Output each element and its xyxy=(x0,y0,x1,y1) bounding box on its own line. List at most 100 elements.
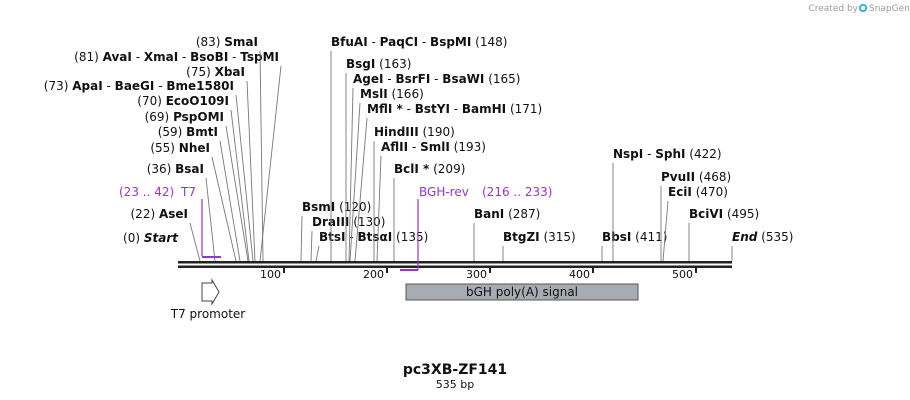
map-length: 535 bp xyxy=(436,378,474,391)
site-label: (75) XbaI xyxy=(186,65,245,79)
site-bsai[interactable]: (36) BsaI xyxy=(147,162,216,262)
site-label: NspI - SphI (422) xyxy=(613,147,722,161)
site-leader-line xyxy=(662,200,669,262)
map-title: pc3XB-ZF141 xyxy=(403,362,507,378)
site-nspi-sphi[interactable]: NspI - SphI (422) xyxy=(612,147,722,261)
site-label: (81) AvaI - XmaI - BsoBI - TspMI xyxy=(74,50,279,64)
site-label: AflII - SmlI (193) xyxy=(381,140,486,154)
site-pvuii[interactable]: PvuII (468) xyxy=(660,170,731,261)
ruler-ticks: 100 200 300 400 500 xyxy=(260,268,697,281)
site-btgzi[interactable]: BtgZI (315) xyxy=(502,230,576,261)
site-label: BciVI (495) xyxy=(689,207,759,221)
site-ecoo109i[interactable]: (70) EcoO109I xyxy=(137,94,250,262)
site-leader-line xyxy=(205,177,216,262)
site-label: (55) NheI xyxy=(150,141,210,155)
site-label: MslI (166) xyxy=(360,87,424,101)
ruler-tick-label: 200 xyxy=(363,268,384,281)
primer-t7[interactable]: (23 .. 42) T7 xyxy=(119,185,221,258)
site-bcli[interactable]: BclI * (209) xyxy=(393,162,465,261)
site-asei[interactable]: (22) AseI xyxy=(131,207,201,262)
site-agei-bsrfi-bsawi[interactable]: AgeI - BsrFI - BsaWI (165) xyxy=(348,72,520,262)
site-label: (0) Start xyxy=(123,231,179,245)
snapgene-logo-icon xyxy=(858,4,867,13)
site-leader-line xyxy=(230,109,250,262)
ruler-tick xyxy=(489,268,491,273)
t7-promoter-arrow-icon xyxy=(201,278,220,306)
ruler-tick-label: 100 xyxy=(260,268,281,281)
site-label: AgeI - BsrFI - BsaWI (165) xyxy=(353,72,520,86)
site-label: EciI (470) xyxy=(668,185,728,199)
restriction-sites: (0) Start (22) AseI (36) BsaI (55) NheI (59)… xyxy=(44,35,793,262)
site-label: (59) BmtI xyxy=(158,125,218,139)
site-leader-line xyxy=(376,155,382,262)
site-label: (70) EcoO109I xyxy=(137,94,229,108)
site-leader-line xyxy=(310,230,313,262)
site-label: BsgI (163) xyxy=(346,57,411,71)
site-leader-line xyxy=(219,140,241,262)
site-end[interactable]: End (535) xyxy=(731,230,793,261)
ruler-tick xyxy=(386,268,388,273)
site-label: MflI * - BstYI - BamHI (171) xyxy=(367,102,542,116)
site-bfuai-paqci-bspmi[interactable]: BfuAI - PaqCI - BspMI (148) xyxy=(330,35,507,261)
site-label: BanI (287) xyxy=(474,207,540,221)
ruler-tick-label: 500 xyxy=(672,268,693,281)
site-bcivi[interactable]: BciVI (495) xyxy=(688,207,759,261)
credit-brand: SnapGene xyxy=(869,4,910,14)
site-leader-line xyxy=(259,65,282,262)
ruler-tick xyxy=(283,268,285,273)
site-leader-line xyxy=(235,94,254,262)
site-label: (36) BsaI xyxy=(147,162,204,176)
site-label: (69) PspOMI xyxy=(145,110,224,124)
site-leader-line xyxy=(300,215,303,262)
site-label: BsmI (120) xyxy=(302,200,371,214)
backbone-top-strand xyxy=(178,261,732,264)
site-smai[interactable]: (83) SmaI xyxy=(196,35,264,262)
site-leader-line xyxy=(259,50,264,262)
site-start[interactable]: (0) Start xyxy=(123,231,179,245)
backbone-bottom-strand xyxy=(178,265,732,268)
site-msli[interactable]: MslI (166) xyxy=(349,87,424,262)
site-bsgi[interactable]: BsgI (163) xyxy=(345,57,411,261)
ruler-tick-label: 400 xyxy=(569,268,590,281)
site-aflii-smli[interactable]: AflII - SmlI (193) xyxy=(376,140,486,262)
site-leader-line xyxy=(349,102,361,262)
bgh-polya-label: bGH poly(A) signal xyxy=(466,285,578,299)
site-btsi-bts-i[interactable]: BtsI - BtsαI (135) xyxy=(315,230,428,262)
site-bani[interactable]: BanI (287) xyxy=(473,207,540,261)
site-leader-line xyxy=(354,117,368,262)
site-leader-line xyxy=(189,222,201,262)
primer-bgh-rev-name: BGH-rev xyxy=(419,185,469,199)
ruler-tick-label: 300 xyxy=(466,268,487,281)
primer-bgh-rev[interactable]: BGH-rev (216 .. 233) xyxy=(400,185,552,271)
site-ecii[interactable]: EciI (470) xyxy=(662,185,728,262)
site-xbai[interactable]: (75) XbaI xyxy=(186,65,256,262)
site-label: (73) ApaI - BaeGI - Bme1580I xyxy=(44,79,234,93)
feature-bgh-polya-signal[interactable]: bGH poly(A) signal xyxy=(405,283,639,301)
site-label: PvuII (468) xyxy=(661,170,731,184)
site-label: (83) SmaI xyxy=(196,35,258,49)
site-avai-xmai-bsobi-tspmi[interactable]: (81) AvaI - XmaI - BsoBI - TspMI xyxy=(74,50,282,262)
site-bbsi[interactable]: BbsI (411) xyxy=(601,230,667,261)
site-label: BbsI (411) xyxy=(602,230,667,244)
site-leader-line xyxy=(315,245,320,262)
primer-bgh-rev-range: (216 .. 233) xyxy=(482,185,552,199)
site-nhei[interactable]: (55) NheI xyxy=(150,141,237,262)
site-label: BtgZI (315) xyxy=(503,230,576,244)
site-label: (22) AseI xyxy=(131,207,189,221)
feature-t7-promoter[interactable]: T7 promoter xyxy=(170,278,246,321)
ruler-tick xyxy=(695,268,697,273)
site-leader-line xyxy=(225,125,249,262)
site-leader-line xyxy=(211,156,237,262)
site-leader-line xyxy=(348,87,354,262)
site-pspomi[interactable]: (69) PspOMI xyxy=(145,110,249,262)
primer-t7-range: (23 .. 42) xyxy=(119,185,174,199)
t7-promoter-label: T7 promoter xyxy=(170,307,246,321)
credit-text: Created by xyxy=(808,4,858,14)
bgh-polya-box xyxy=(405,283,639,301)
site-bmti[interactable]: (59) BmtI xyxy=(158,125,241,262)
site-hindiii[interactable]: HindIII (190) xyxy=(373,125,455,261)
site-mfli-bstyi-bamhi[interactable]: MflI * - BstYI - BamHI (171) xyxy=(354,102,542,262)
site-apai-baegi-bme1580i[interactable]: (73) ApaI - BaeGI - Bme1580I xyxy=(44,79,254,262)
sequence-backbone xyxy=(178,261,732,268)
